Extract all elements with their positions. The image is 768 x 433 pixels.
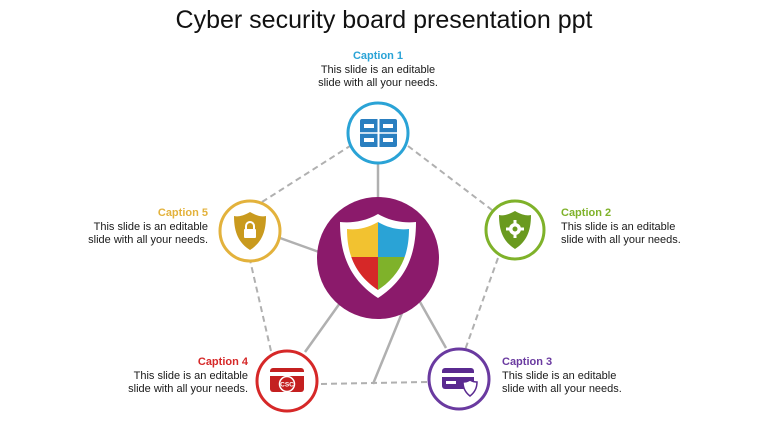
slide-title: Cyber security board presentation ppt [175,6,593,34]
caption-3-line-2: slide with all your needs. [502,383,622,395]
connector-dashed-5-1 [261,145,351,203]
caption-4-block: Caption 4 This slide is an editable slid… [88,356,248,396]
csc-label: CSC [280,382,294,389]
caption-5-line-2: slide with all your needs. [88,234,208,246]
node-caption-1 [346,101,410,165]
secure-card-icon [442,368,478,397]
caption-5-title: Caption 5 [157,207,208,219]
caption-1-line-1: This slide is an editable [320,64,436,76]
shield-lock-icon [234,212,266,250]
caption-5-line-1: This slide is an editable [93,221,208,233]
spoke-5 [279,236,320,254]
caption-2-line-1: This slide is an editable [561,221,676,233]
caption-4-line-1: This slide is an editable [133,370,248,382]
spoke-4 [303,302,342,353]
spoke-3b [371,312,404,385]
caption-1-line-2: slide with all your needs. [318,77,438,89]
node-caption-5 [218,199,282,263]
node-caption-3 [427,347,491,411]
caption-2-line-2: slide with all your needs. [561,234,681,246]
caption-2-title: Caption 2 [561,207,612,219]
spoke-3a [418,301,448,349]
connector-dashed-1-2 [407,145,493,211]
caption-4-line-2: slide with all your needs. [128,383,248,395]
caption-1-block: Caption 1 This slide is an editable slid… [298,50,458,90]
node-caption-4: CSC [255,349,319,413]
center-shield [317,197,439,319]
caption-1-title: Caption 1 [352,50,404,62]
caption-3-block: Caption 3 This slide is an editable slid… [502,356,662,396]
server-rack-icon [360,119,397,147]
shield-gear-icon [499,211,531,249]
connector-dashed-4-5 [249,259,272,352]
connector-dashed-2-3 [464,257,499,351]
node-caption-2 [484,199,546,261]
caption-2-block: Caption 2 This slide is an editable slid… [561,207,721,247]
caption-3-line-1: This slide is an editable [502,370,617,382]
caption-3-title: Caption 3 [502,356,553,368]
caption-5-block: Caption 5 This slide is an editable slid… [48,207,208,247]
csc-card-icon: CSC [270,368,304,393]
caption-4-title: Caption 4 [197,356,248,368]
